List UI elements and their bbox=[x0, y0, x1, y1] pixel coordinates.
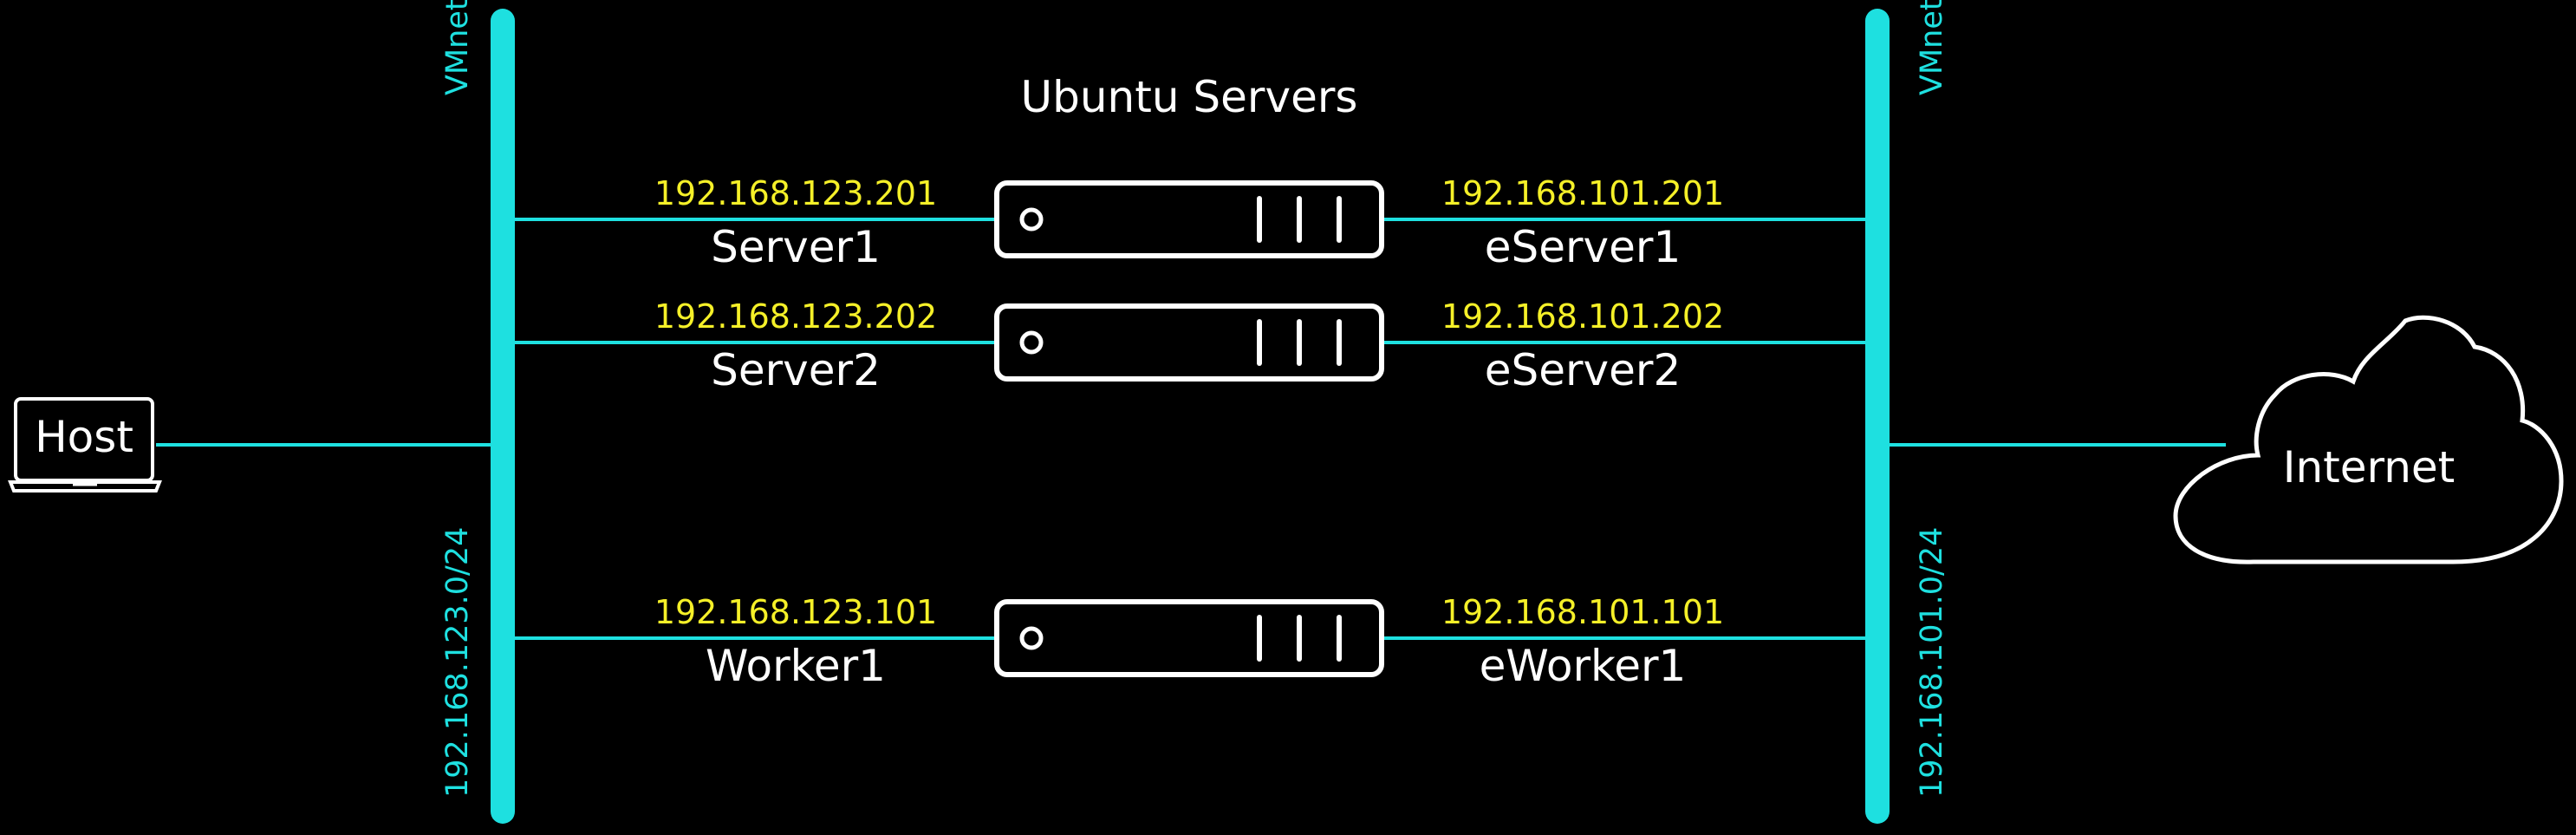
laptop-icon bbox=[8, 397, 162, 493]
internet-cloud: Internet bbox=[2173, 315, 2564, 564]
server-right-name: eServer2 bbox=[1485, 345, 1682, 395]
internet-label: Internet bbox=[2283, 442, 2456, 493]
server-led bbox=[1019, 207, 1044, 232]
server-left-ip: 192.168.123.202 bbox=[654, 297, 937, 336]
server-left-ip: 192.168.123.101 bbox=[654, 593, 937, 631]
server-left-name: Server1 bbox=[711, 222, 881, 272]
server-left-name: Server2 bbox=[711, 345, 881, 395]
server-icon bbox=[994, 303, 1384, 382]
right-network-subnet: 192.168.101.0/24 bbox=[1915, 527, 1949, 798]
server-icon bbox=[994, 180, 1384, 258]
left-network-name: VMnet8 bbox=[440, 0, 475, 95]
host-laptop: Host bbox=[8, 397, 162, 493]
server-icon bbox=[994, 599, 1384, 677]
server-left-ip: 192.168.123.201 bbox=[654, 174, 937, 212]
server-right-name: eWorker1 bbox=[1480, 641, 1687, 691]
server-led bbox=[1019, 330, 1044, 355]
host-label: Host bbox=[35, 412, 133, 462]
server-left-name: Worker1 bbox=[706, 641, 886, 691]
right-network-name: VMnet9 bbox=[1915, 0, 1949, 95]
server-led bbox=[1019, 626, 1044, 650]
server-right-ip: 192.168.101.202 bbox=[1441, 297, 1724, 336]
server-right-ip: 192.168.101.101 bbox=[1441, 593, 1724, 631]
left-network-subnet: 192.168.123.0/24 bbox=[440, 527, 475, 798]
server-right-ip: 192.168.101.201 bbox=[1441, 174, 1724, 212]
cloud-icon bbox=[2173, 315, 2564, 564]
server-right-name: eServer1 bbox=[1485, 222, 1682, 272]
diagram-title: Ubuntu Servers bbox=[1021, 72, 1358, 122]
